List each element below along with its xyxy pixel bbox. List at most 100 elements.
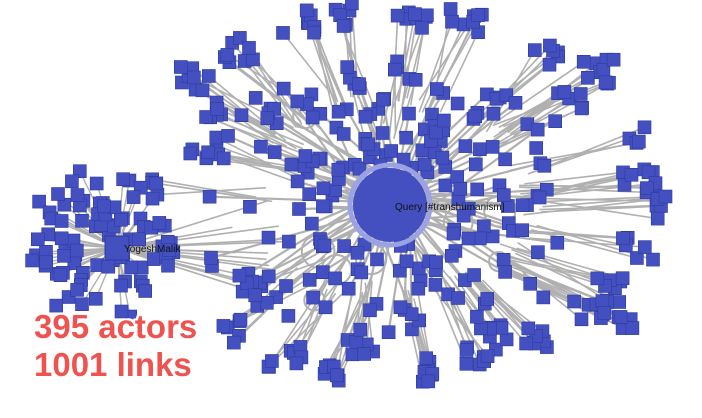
actor-node[interactable] (624, 168, 639, 182)
actor-node[interactable] (590, 271, 605, 286)
actor-node[interactable] (54, 214, 69, 228)
actor-node[interactable] (542, 57, 557, 72)
actor-node[interactable] (630, 251, 644, 265)
actor-node[interactable] (574, 312, 589, 327)
actor-node[interactable] (260, 111, 275, 126)
actor-node[interactable] (435, 150, 450, 165)
actor-node[interactable] (550, 236, 565, 250)
actor-node[interactable] (537, 159, 552, 173)
actor-node[interactable] (376, 92, 390, 107)
actor-node[interactable] (581, 71, 595, 85)
actor-node[interactable] (101, 259, 116, 274)
actor-node[interactable] (298, 149, 313, 163)
actor-node[interactable] (114, 213, 128, 227)
actor-node[interactable] (375, 126, 390, 140)
actor-node[interactable] (446, 226, 461, 241)
actor-node[interactable] (149, 176, 164, 191)
actor-node[interactable] (336, 127, 351, 141)
actor-node[interactable] (477, 219, 491, 234)
actor-node[interactable] (631, 134, 646, 149)
actor-node[interactable] (637, 120, 652, 135)
actor-node[interactable] (480, 292, 495, 306)
actor-node[interactable] (25, 253, 39, 268)
actor-node[interactable] (281, 309, 296, 323)
actor-node[interactable] (145, 191, 160, 206)
actor-node[interactable] (650, 211, 665, 226)
actor-node[interactable] (616, 231, 630, 245)
actor-node[interactable] (415, 20, 429, 35)
actor-node[interactable] (453, 182, 468, 196)
actor-node[interactable] (470, 309, 484, 324)
actor-node[interactable] (425, 107, 439, 122)
actor-node[interactable] (331, 162, 346, 177)
actor-node[interactable] (345, 0, 359, 11)
actor-node[interactable] (658, 189, 673, 204)
actor-node[interactable] (498, 152, 512, 167)
actor-node[interactable] (519, 336, 533, 351)
actor-node[interactable] (515, 198, 530, 212)
actor-node[interactable] (75, 214, 89, 228)
actor-node[interactable] (216, 151, 231, 166)
actor-node[interactable] (421, 374, 436, 389)
actor-node[interactable] (337, 239, 351, 253)
actor-node[interactable] (557, 85, 572, 99)
actor-node[interactable] (530, 122, 545, 137)
actor-node[interactable] (536, 290, 551, 305)
actor-node[interactable] (543, 38, 557, 53)
actor-node[interactable] (317, 238, 332, 253)
actor-node[interactable] (174, 60, 188, 74)
actor-node[interactable] (617, 178, 632, 192)
actor-node[interactable] (282, 234, 296, 249)
actor-node[interactable] (456, 208, 471, 223)
actor-node[interactable] (576, 54, 591, 69)
actor-node[interactable] (459, 343, 474, 357)
actor-node[interactable] (242, 41, 256, 55)
actor-node[interactable] (361, 137, 375, 152)
actor-node[interactable] (640, 181, 654, 195)
actor-node[interactable] (97, 199, 111, 214)
actor-node[interactable] (393, 300, 408, 315)
actor-node[interactable] (232, 268, 247, 283)
actor-node[interactable] (243, 200, 257, 214)
actor-node[interactable] (132, 232, 146, 246)
actor-node[interactable] (209, 130, 224, 145)
actor-node[interactable] (451, 291, 465, 305)
actor-node[interactable] (612, 295, 627, 309)
actor-node[interactable] (316, 181, 331, 196)
actor-node[interactable] (202, 69, 216, 83)
actor-node[interactable] (597, 306, 612, 320)
actor-node[interactable] (152, 216, 167, 230)
actor-node[interactable] (183, 146, 198, 161)
actor-node[interactable] (474, 321, 488, 336)
actor-node[interactable] (450, 170, 465, 184)
actor-node[interactable] (70, 283, 84, 297)
actor-node[interactable] (30, 232, 45, 247)
actor-node[interactable] (387, 62, 402, 77)
actor-node[interactable] (328, 271, 342, 286)
actor-node[interactable] (316, 199, 330, 214)
actor-node[interactable] (53, 268, 68, 283)
actor-node[interactable] (187, 70, 201, 85)
actor-node[interactable] (508, 96, 523, 110)
actor-node[interactable] (201, 145, 215, 160)
actor-node[interactable] (357, 347, 372, 361)
actor-node[interactable] (498, 265, 512, 279)
actor-node[interactable] (350, 246, 365, 260)
actor-node[interactable] (89, 176, 104, 191)
actor-node[interactable] (49, 298, 64, 313)
actor-node[interactable] (195, 83, 210, 98)
actor-node[interactable] (363, 303, 377, 318)
actor-node[interactable] (399, 254, 414, 269)
actor-node[interactable] (57, 249, 71, 263)
actor-node[interactable] (411, 261, 426, 276)
actor-node[interactable] (353, 322, 368, 337)
actor-node[interactable] (292, 202, 306, 216)
actor-node[interactable] (126, 190, 141, 204)
actor-node[interactable] (531, 245, 545, 259)
actor-node[interactable] (352, 161, 367, 176)
actor-node[interactable] (116, 172, 130, 186)
actor-node[interactable] (73, 164, 87, 178)
actor-node[interactable] (641, 165, 656, 180)
actor-node[interactable] (32, 194, 46, 209)
actor-node[interactable] (352, 77, 366, 91)
